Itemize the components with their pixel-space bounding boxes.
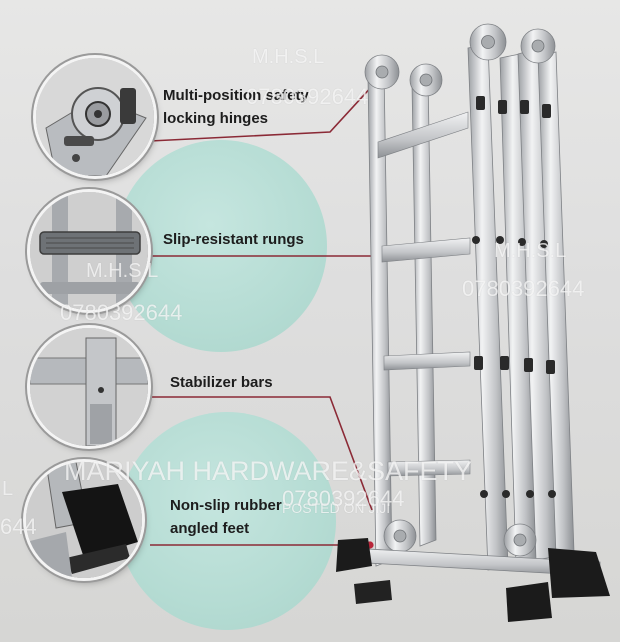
watermark-brand-mid-left: M.H.S.L [86,260,159,282]
watermark-brand-top: M.H.S.L [252,46,325,68]
mint-circle-bottom [118,412,336,630]
feature-label-feet-line1: Non-slip rubber [170,497,282,514]
feet-inset [26,462,142,578]
feature-label-feet-line2: angled feet [170,520,250,537]
ladder-back-section [364,54,471,567]
feature-label-stabilizer: Stabilizer bars [170,371,273,394]
feature-label-hinges: Multi-position safety locking hinges [163,84,309,130]
watermark-posted: POSTED ON JIJI [282,500,391,516]
watermark-edge-phone: 644 [0,514,37,539]
watermark-brand-full: MARIYAH HARDWARE&SAFETY [64,456,473,486]
hinge-icon [36,58,154,176]
feature-label-hinges-line2: locking hinges [163,110,269,127]
feature-label-stabilizer-line1: Stabilizer bars [170,374,273,391]
leader-line-hinges [149,71,386,142]
feature-label-rungs-line1: Slip-resistant rungs [163,231,304,248]
watermark-edge-short: L [2,478,14,500]
ladder-base [336,538,610,622]
feature-label-feet: Non-slip rubber angled feet [170,494,282,540]
feature-label-hinges-line1: Multi-position safety [163,87,309,104]
stabilizer-inset [30,328,148,446]
watermark-phone-bottom: 0780392644 [282,486,405,511]
leader-line-stabilizer [150,396,373,511]
hinge-inset [36,58,154,176]
stabilizer-icon [30,328,148,446]
watermark-phone-mid-right: 0780392644 [462,276,585,301]
rubber-foot-icon [26,462,142,578]
rung-icon [30,192,148,310]
feature-label-rungs: Slip-resistant rungs [163,228,304,251]
ladder-front-section [383,23,575,571]
watermark-brand-mid-right: M.H.S.L [494,240,567,262]
mint-circle-top [115,140,327,352]
rungs-inset [30,192,148,310]
watermark-phone-mid-left: 0780392644 [60,300,183,325]
watermark-phone-top: 0780392644 [246,84,369,109]
